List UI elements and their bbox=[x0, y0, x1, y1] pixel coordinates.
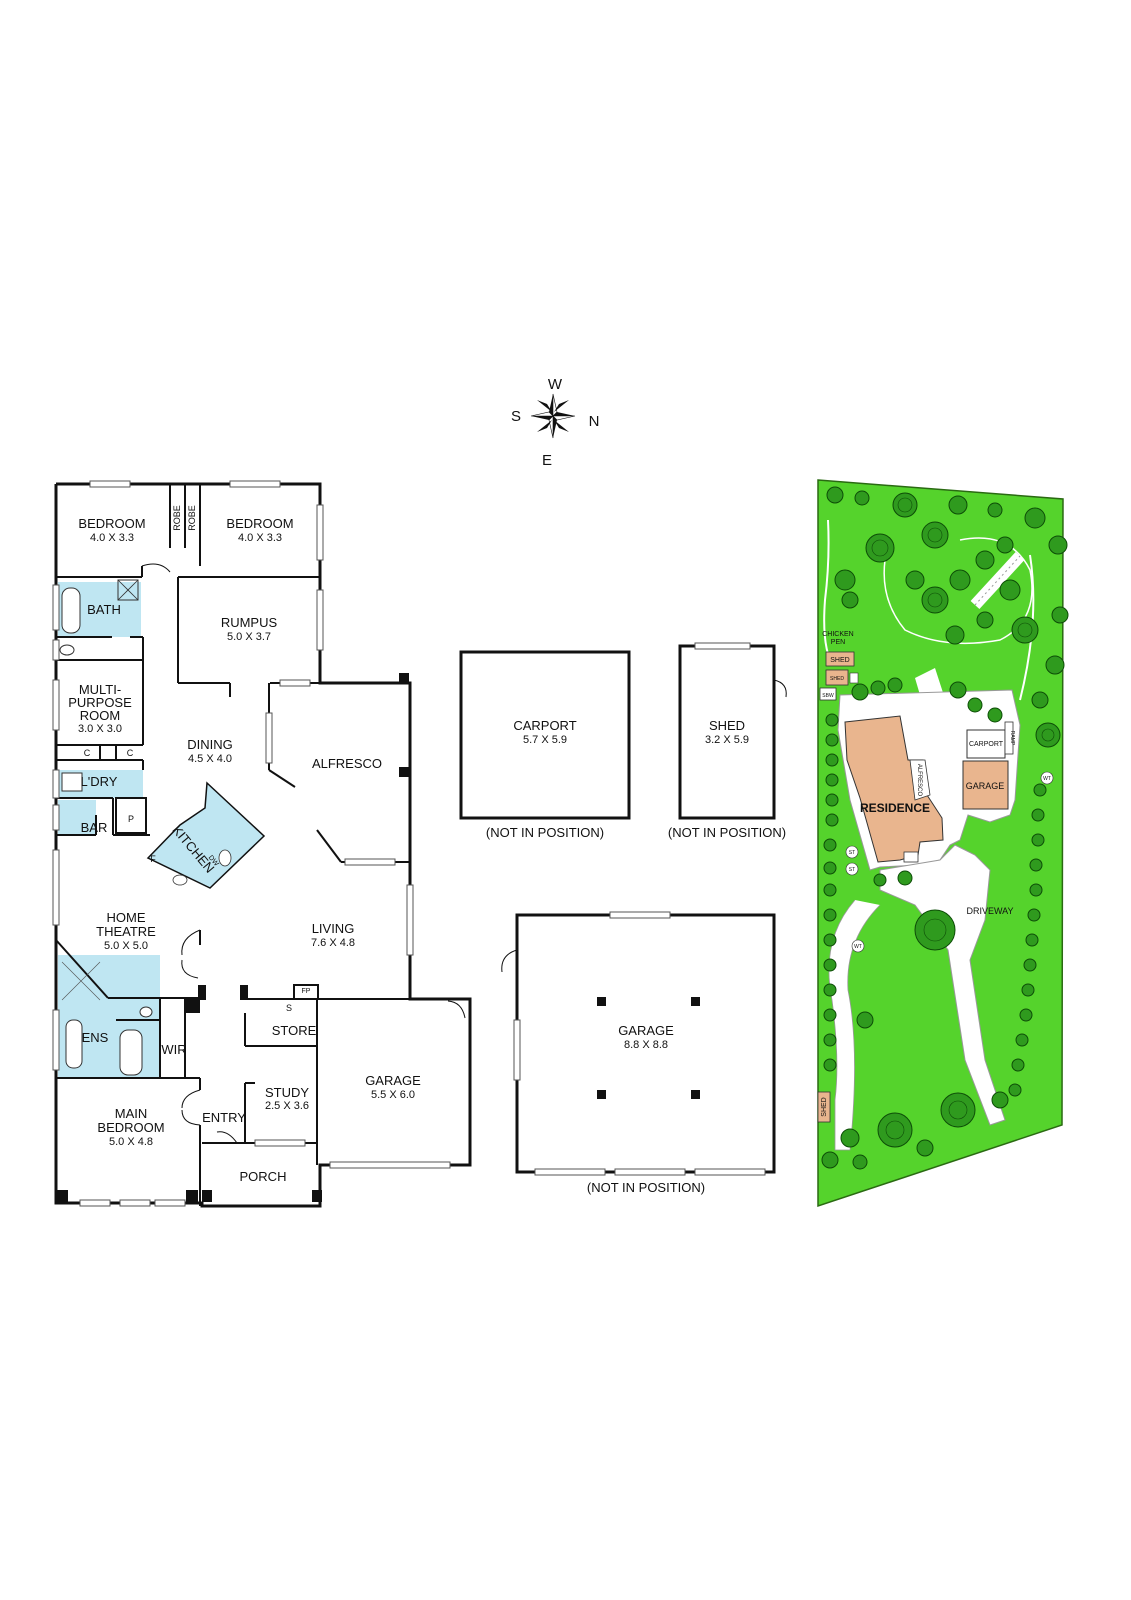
store-label: STORE bbox=[272, 1023, 317, 1038]
entry-label: ENTRY bbox=[202, 1110, 246, 1125]
site-garage bbox=[962, 760, 1009, 810]
compass-west: W bbox=[548, 376, 563, 393]
living-dim: 7.6 X 4.8 bbox=[311, 937, 355, 949]
compass-rose-icon bbox=[530, 393, 576, 439]
home-theatre-label-1: HOME bbox=[107, 910, 146, 925]
compass-south: S bbox=[511, 408, 521, 425]
shed-dim: 3.2 X 5.9 bbox=[705, 734, 749, 746]
main-bedroom-dim: 5.0 X 4.8 bbox=[109, 1136, 153, 1148]
site-wt-1-label: WT bbox=[1043, 776, 1051, 782]
site-shed-b bbox=[825, 669, 849, 686]
site-chicken-pen-label-2: PEN bbox=[831, 639, 845, 646]
main-bedroom-label-1: MAIN bbox=[115, 1106, 148, 1121]
carport-label: CARPORT bbox=[513, 718, 576, 733]
home-theatre-label-2: THEATRE bbox=[96, 924, 156, 939]
site-shed-c-label: SHED bbox=[821, 1097, 828, 1116]
garage-outbuilding-note: (NOT IN POSITION) bbox=[587, 1180, 705, 1195]
alfresco-label: ALFRESCO bbox=[312, 756, 382, 771]
shed-note: (NOT IN POSITION) bbox=[668, 825, 786, 840]
site-shed-c bbox=[817, 1091, 831, 1123]
shed-outbuilding: SHED 3.2 X 5.9 (NOT IN POSITION) bbox=[668, 642, 787, 840]
site-sbw-label: SBW bbox=[822, 693, 834, 699]
wir-label: WIR bbox=[161, 1042, 186, 1057]
site-residence-label: RESIDENCE bbox=[860, 801, 930, 815]
bedroom-2-label: BEDROOM bbox=[226, 516, 293, 531]
compass-north: N bbox=[589, 413, 600, 430]
site-carport bbox=[966, 729, 1006, 759]
shower-s-label: S bbox=[286, 1003, 292, 1013]
dining-label: DINING bbox=[187, 737, 233, 752]
garage-outbuilding: GARAGE 8.8 X 8.8 (NOT IN POSITION) bbox=[501, 911, 776, 1195]
carport-outbuilding: CARPORT 5.7 X 5.9 (NOT IN POSITION) bbox=[459, 650, 631, 840]
site-trees bbox=[821, 486, 1069, 1170]
robe-2-label: ROBE bbox=[187, 505, 197, 531]
site-shed-a-label: SHED bbox=[830, 657, 849, 664]
site-chicken-pen-label-1: CHICKEN bbox=[822, 631, 854, 638]
pantry-label: P bbox=[128, 814, 134, 824]
rumpus-label: RUMPUS bbox=[221, 615, 278, 630]
site-shed-a bbox=[825, 651, 855, 667]
multipurpose-label-3: ROOM bbox=[80, 708, 120, 723]
site-st-2-label: ST bbox=[849, 867, 855, 873]
porch-label: PORCH bbox=[240, 1169, 287, 1184]
main-bedroom-label-2: BEDROOM bbox=[97, 1120, 164, 1135]
site-carport-label: CARPORT bbox=[969, 741, 1004, 748]
multipurpose-label-2: PURPOSE bbox=[68, 695, 132, 710]
compass: W S N E bbox=[511, 376, 599, 469]
fridge-label: F bbox=[150, 854, 156, 864]
study-label: STUDY bbox=[265, 1085, 309, 1100]
bath-label: BATH bbox=[87, 602, 121, 617]
multipurpose-dim: 3.0 X 3.0 bbox=[78, 723, 122, 735]
cupboard-2-label: C bbox=[127, 748, 134, 758]
home-theatre-dim: 5.0 X 5.0 bbox=[104, 940, 148, 952]
ensuite-label: ENS bbox=[82, 1030, 109, 1045]
fireplace-label: FP bbox=[302, 988, 311, 995]
site-st-1-label: ST bbox=[849, 850, 855, 856]
garage-outbuilding-label: GARAGE bbox=[618, 1023, 674, 1038]
robe-1-label: ROBE bbox=[172, 505, 182, 531]
site-ramp-label: RAMP bbox=[1009, 731, 1015, 746]
shed-label: SHED bbox=[709, 718, 745, 733]
carport-note: (NOT IN POSITION) bbox=[486, 825, 604, 840]
bedroom-2-dim: 4.0 X 3.3 bbox=[238, 532, 282, 544]
site-plan: CHICKEN PEN SHED SHED SBW RAMP CARPORT A… bbox=[817, 479, 1069, 1208]
cupboard-1-label: C bbox=[84, 748, 91, 758]
site-shed-b-label: SHED bbox=[830, 676, 844, 682]
multipurpose-label-1: MULTI- bbox=[79, 682, 121, 697]
carport-dim: 5.7 X 5.9 bbox=[523, 734, 567, 746]
bedroom-1-dim: 4.0 X 3.3 bbox=[90, 532, 134, 544]
laundry-label: L'DRY bbox=[81, 774, 118, 789]
bar-wet-area bbox=[58, 800, 96, 835]
dining-dim: 4.5 X 4.0 bbox=[188, 753, 232, 765]
site-driveway-label: DRIVEWAY bbox=[966, 906, 1013, 916]
kitchen-island bbox=[146, 781, 266, 889]
house-floor-plan: BEDROOM 4.0 X 3.3 BEDROOM 4.0 X 3.3 ROBE… bbox=[52, 480, 472, 1208]
rumpus-dim: 5.0 X 3.7 bbox=[227, 631, 271, 643]
bar-label: BAR bbox=[81, 820, 108, 835]
site-alfresco-label: ALFRESCO bbox=[916, 764, 922, 797]
site-wt-2-label: WT bbox=[854, 944, 862, 950]
garage-main-label: GARAGE bbox=[365, 1073, 421, 1088]
living-label: LIVING bbox=[312, 921, 355, 936]
study-dim: 2.5 X 3.6 bbox=[265, 1100, 309, 1112]
bedroom-1-label: BEDROOM bbox=[78, 516, 145, 531]
compass-east: E bbox=[542, 452, 552, 469]
site-garage-label: GARAGE bbox=[966, 781, 1005, 791]
garage-outbuilding-dim: 8.8 X 8.8 bbox=[624, 1039, 668, 1051]
garage-main-dim: 5.5 X 6.0 bbox=[371, 1089, 415, 1101]
